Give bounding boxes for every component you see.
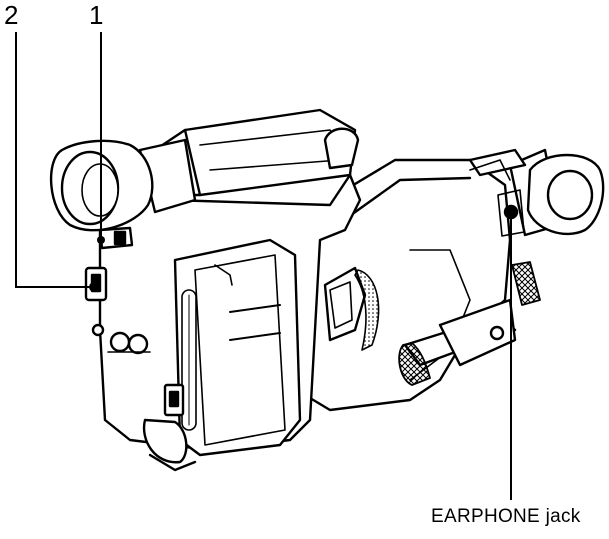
leader-line-2 — [15, 32, 92, 288]
callout-1-label: 1 — [89, 0, 104, 30]
earphone-jack-label: EARPHONE jack — [431, 506, 581, 527]
base-foot — [142, 418, 188, 464]
callout-2-label: 2 — [4, 0, 19, 30]
